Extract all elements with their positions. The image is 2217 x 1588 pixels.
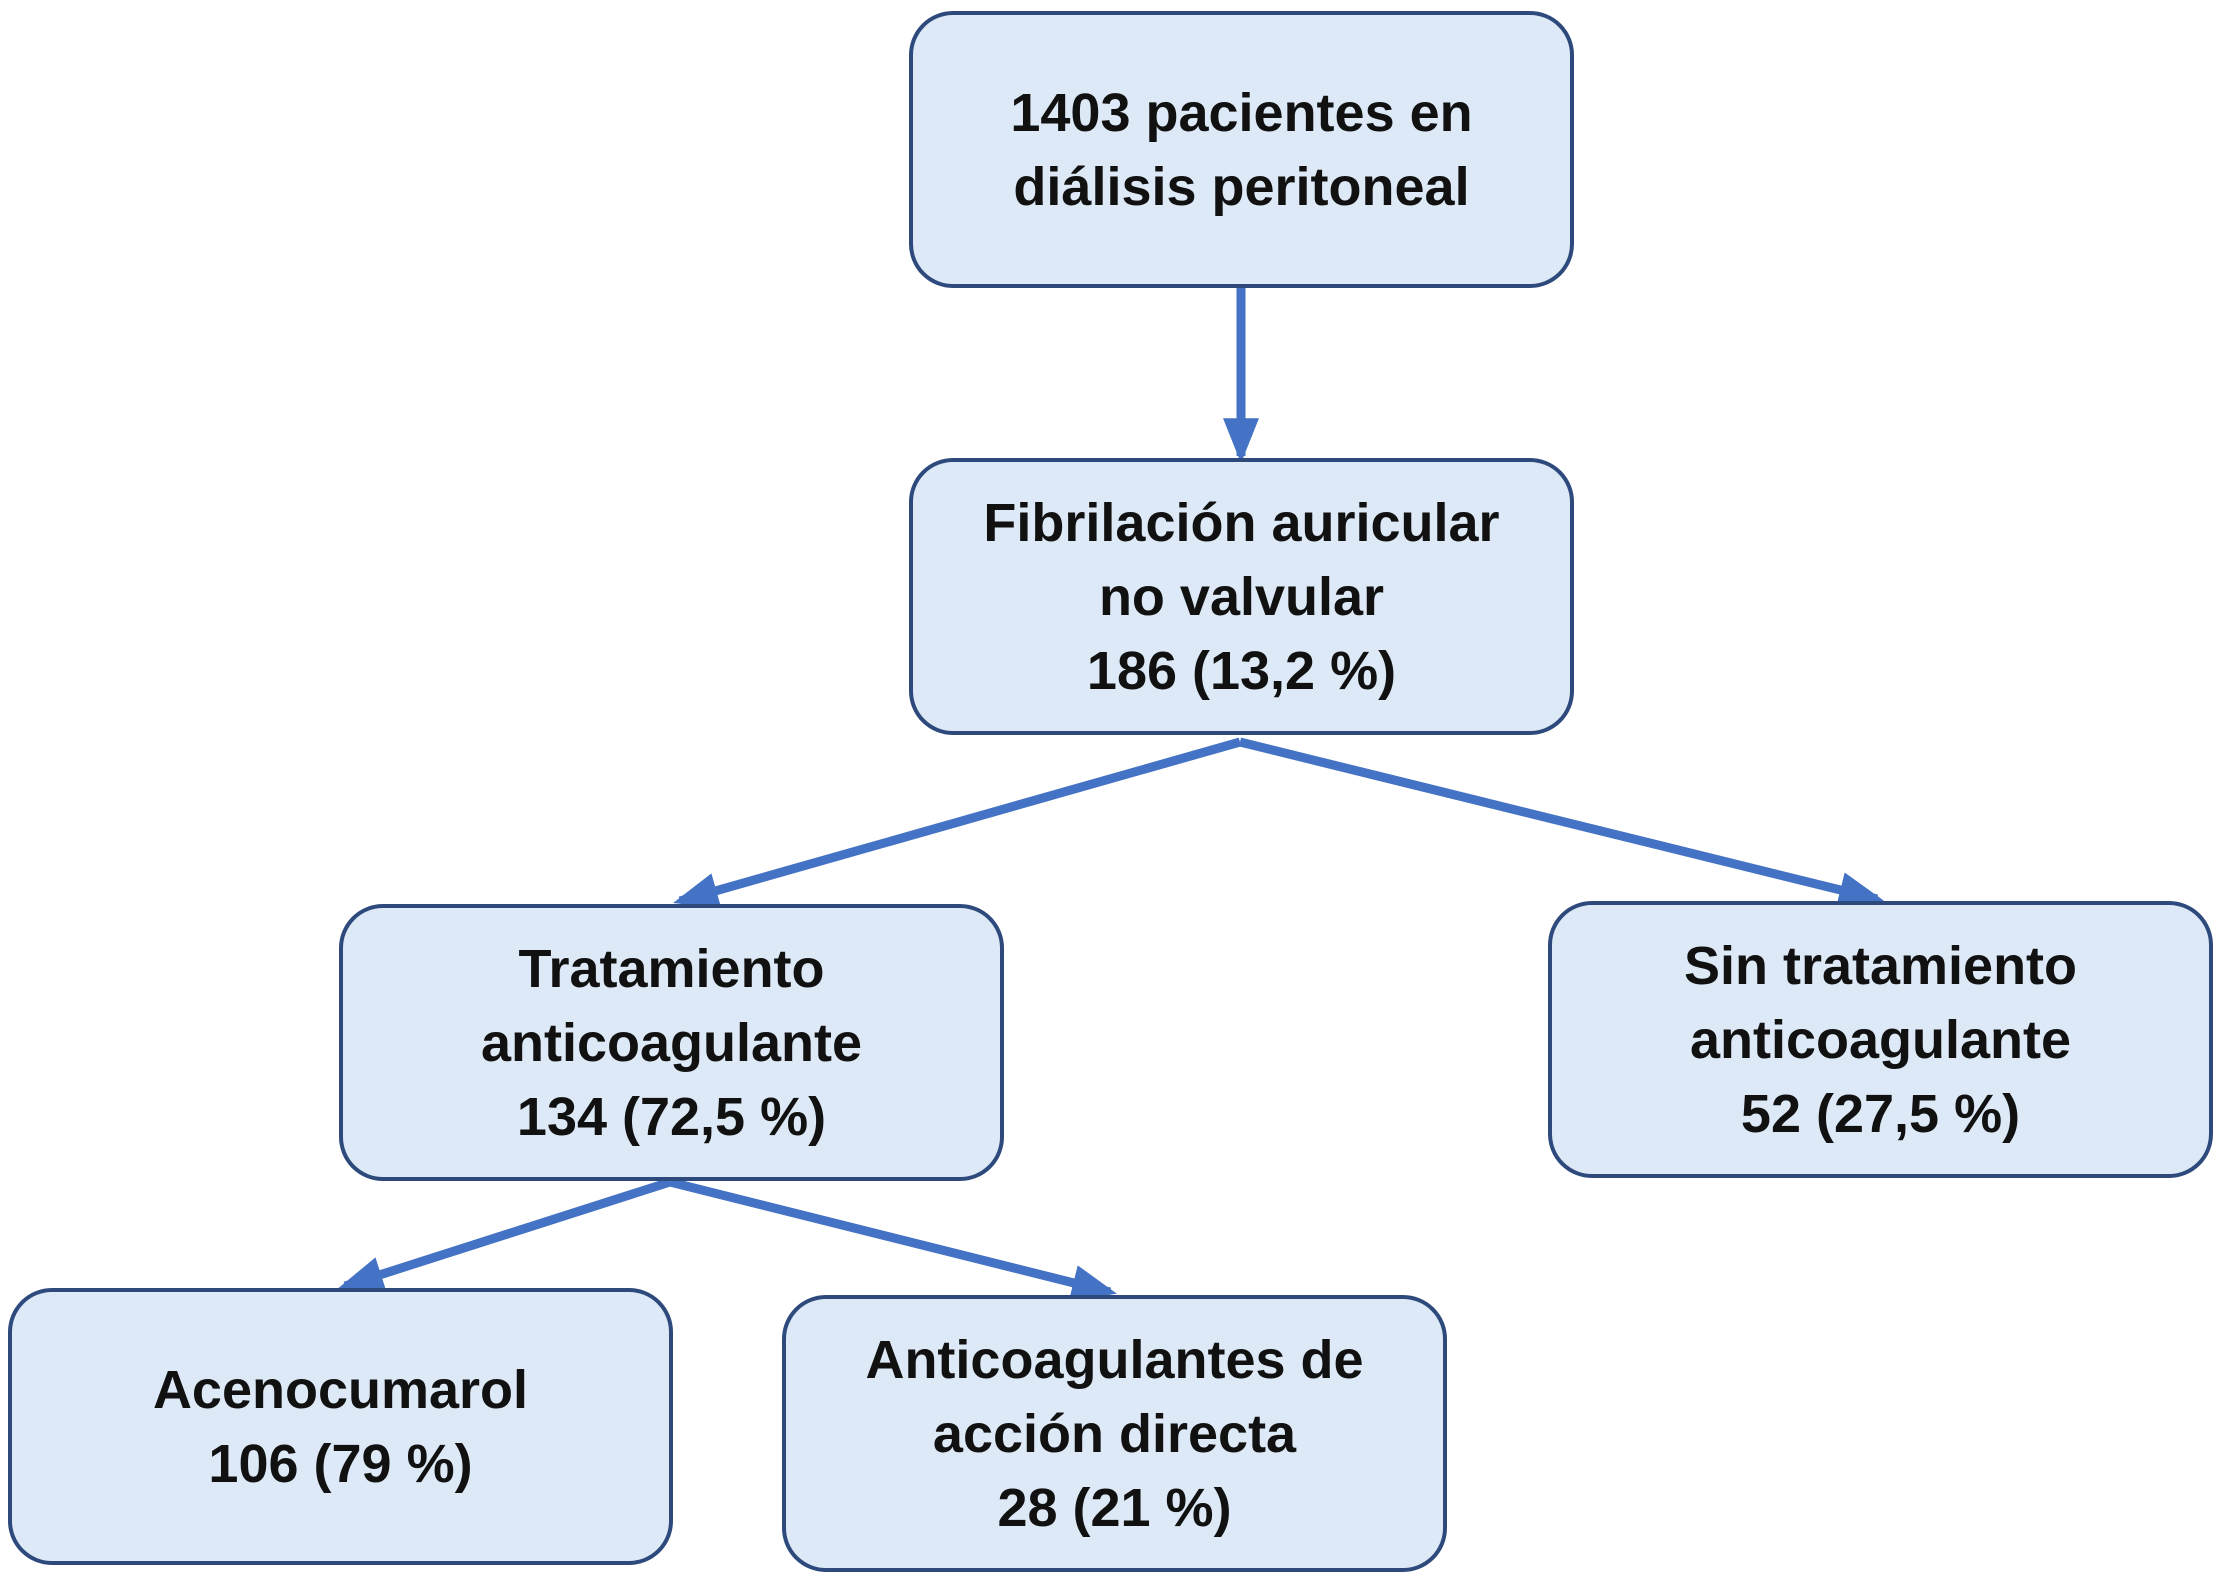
node-count: 106 (79 %) (208, 1433, 473, 1494)
node-text-line: diálisis peritoneal (1013, 156, 1470, 217)
node-text-line: Anticoagulantes de (865, 1329, 1364, 1390)
node-text-line: Tratamiento (518, 938, 825, 999)
node-text-line: 1403 pacientes en (1010, 82, 1473, 143)
node-count: 186 (13,2 %) (1086, 640, 1397, 701)
node-anticoagulant-treatment: Tratamiento anticoagulante 134 (72,5 %) (339, 904, 1004, 1181)
node-text-line: anticoagulante (480, 1012, 863, 1073)
node-text-line: no valvular (1098, 566, 1385, 627)
node-text-line: Acenocumarol (152, 1359, 529, 1420)
node-patients-peritoneal-dialysis: 1403 pacientes en diálisis peritoneal (909, 11, 1574, 288)
arrow-tratamiento-to-aad (668, 1177, 1117, 1301)
node-count: 28 (21 %) (997, 1477, 1232, 1538)
node-text-line: Fibrilación auricular (983, 492, 1500, 553)
node-direct-acting-anticoagulants: Anticoagulantes de acción directa 28 (21… (782, 1295, 1447, 1572)
node-nonvalvular-atrial-fibrillation: Fibrilación auricular no valvular 186 (1… (909, 458, 1574, 735)
node-text-line: acción directa (932, 1403, 1297, 1464)
node-count: 134 (72,5 %) (516, 1086, 827, 1147)
node-count: 52 (27,5 %) (1740, 1083, 2021, 1144)
node-text-line: anticoagulante (1689, 1009, 2072, 1070)
arrow-fibrilacion-to-tratamiento (673, 737, 1242, 908)
arrow-fibrilacion-to-sin-tratamiento (1238, 737, 1884, 908)
node-acenocoumarol: Acenocumarol 106 (79 %) (8, 1288, 673, 1565)
node-text-line: Sin tratamiento (1683, 935, 2078, 996)
arrow-tratamiento-to-acenocumarol (338, 1177, 672, 1292)
node-no-anticoagulant-treatment: Sin tratamiento anticoagulante 52 (27,5 … (1548, 901, 2213, 1178)
